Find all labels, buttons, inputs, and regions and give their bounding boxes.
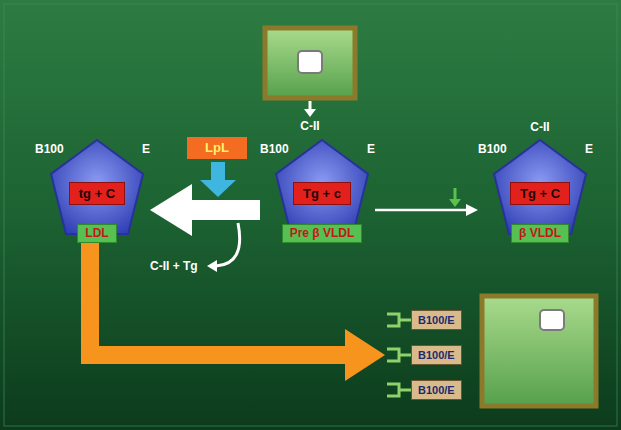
connector-line bbox=[191, 200, 260, 220]
receptor-symbol bbox=[385, 310, 411, 330]
arrow-head bbox=[345, 329, 385, 381]
arrow-head bbox=[466, 204, 478, 216]
lipid-label: Tg + c bbox=[303, 186, 341, 201]
release-arrow bbox=[207, 223, 240, 272]
receptor-fork bbox=[387, 384, 411, 396]
conversion-arrow bbox=[449, 188, 461, 207]
receptor: B100/E bbox=[385, 380, 462, 400]
receptor-fork bbox=[387, 314, 411, 326]
apoprotein-label: B100 bbox=[35, 142, 64, 156]
receptor-fork bbox=[387, 349, 411, 361]
annotation: C-II bbox=[300, 119, 319, 133]
liver-cell bbox=[265, 28, 355, 98]
lipoprotein-outline bbox=[494, 140, 586, 234]
connector-line bbox=[375, 209, 467, 212]
lipid-core: Tg + C bbox=[510, 182, 570, 205]
conversion-arrow bbox=[150, 184, 260, 236]
lipid-core: Tg + c bbox=[293, 182, 351, 205]
pre-beta-vldl-particle: Tg + c Pre β VLDL B100 E bbox=[260, 138, 375, 242]
receptor-label: B100/E bbox=[411, 310, 462, 330]
particle-name: β VLDL bbox=[511, 224, 569, 243]
secretion-arrow bbox=[304, 101, 316, 117]
connector-line bbox=[90, 242, 346, 355]
frame bbox=[4, 4, 617, 426]
particle-label: β VLDL bbox=[519, 226, 561, 241]
receptor: B100/E bbox=[385, 345, 462, 365]
particle-label: Pre β VLDL bbox=[290, 226, 355, 241]
receptor-label: B100/E bbox=[411, 380, 462, 400]
receptor: B100/E bbox=[385, 310, 462, 330]
target-cell bbox=[482, 296, 596, 406]
particle-label: LDL bbox=[85, 226, 108, 241]
receptor-symbol bbox=[385, 345, 411, 365]
annotation: C-II + Tg bbox=[150, 259, 198, 273]
lipoprotein-outline bbox=[276, 140, 368, 234]
apoprotein-label: B100 bbox=[478, 142, 507, 156]
apoprotein-label: E bbox=[585, 142, 593, 156]
apoprotein-label: B100 bbox=[260, 142, 289, 156]
lipid-core: tg + C bbox=[69, 182, 125, 205]
receptor-symbol bbox=[385, 380, 411, 400]
beta-vldl-particle: Tg + C β VLDL C-II B100 E bbox=[478, 120, 593, 242]
lipoprotein-outline bbox=[51, 140, 143, 234]
ldl-particle: tg + C LDL B100 E bbox=[35, 138, 150, 242]
receptor-label: B100/E bbox=[411, 345, 462, 365]
apoprotein-label: C-II bbox=[530, 120, 549, 134]
apoprotein-label: E bbox=[367, 142, 375, 156]
apoprotein-label: E bbox=[142, 142, 150, 156]
arrow-head bbox=[150, 184, 192, 236]
lpl-action-arrow bbox=[200, 162, 236, 197]
particle-name: Pre β VLDL bbox=[282, 224, 363, 243]
conversion-arrow bbox=[375, 204, 478, 216]
particle-name: LDL bbox=[77, 224, 116, 243]
lipid-label: tg + C bbox=[79, 186, 115, 201]
uptake-arrow bbox=[90, 242, 385, 381]
enzyme-label: LpL bbox=[205, 140, 229, 156]
enzyme-box: LpL bbox=[187, 137, 247, 159]
lipid-label: Tg + C bbox=[520, 186, 560, 201]
